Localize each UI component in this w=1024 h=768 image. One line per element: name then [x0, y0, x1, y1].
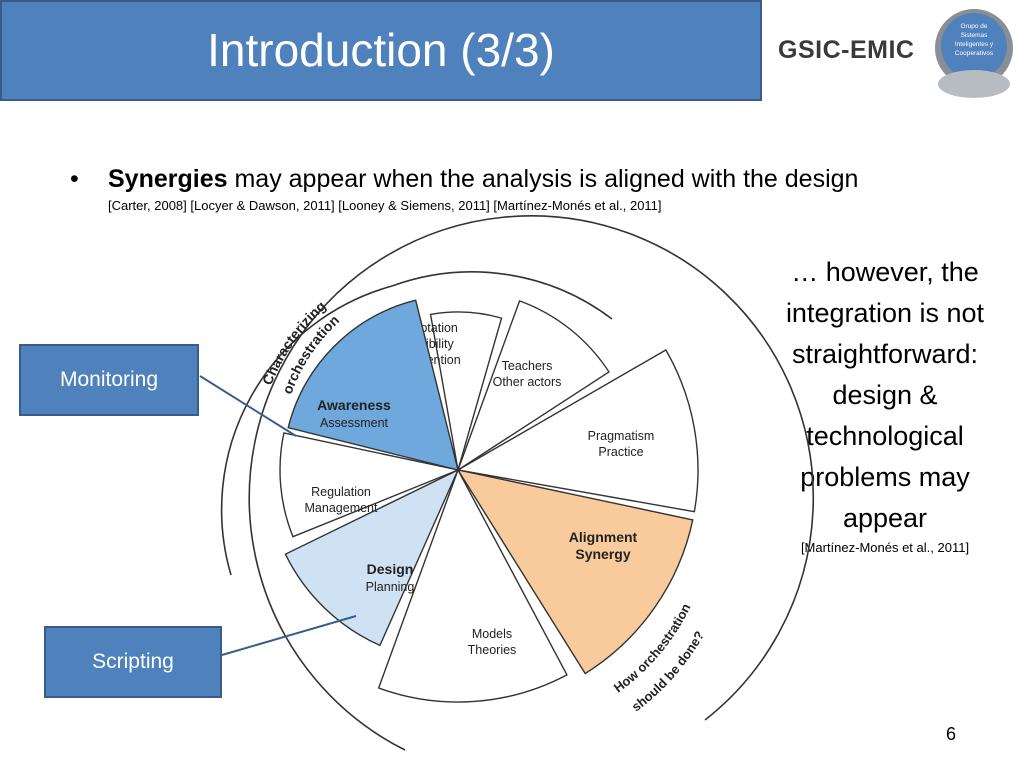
seal-line: Cooperativos — [955, 50, 994, 57]
outer-ring — [248, 215, 815, 751]
segment-awareness-title: Awareness — [317, 397, 391, 413]
segment-alignment-label: Synergy — [575, 546, 630, 562]
segment-design-label: Planning — [366, 580, 415, 594]
segment-design-title: Design — [367, 561, 414, 577]
scripting-connector — [221, 615, 357, 656]
logo-text: GSIC-EMIC — [778, 36, 915, 64]
bullet-dot-icon: • — [70, 165, 79, 193]
segment-models-label: Theories — [468, 643, 517, 657]
segment-awareness — [287, 299, 459, 471]
segment-teachers — [456, 299, 610, 472]
segment-alignment-title: Alignment — [569, 529, 638, 545]
page-number: 6 — [946, 724, 957, 744]
outer-ring-top — [391, 271, 613, 320]
logo-seal: Grupo de Sistemas Inteligentes y Coopera… — [935, 9, 1013, 98]
bullet-bold: Synergies — [108, 165, 228, 193]
segment-pragmatism-label: Practice — [598, 445, 643, 459]
segment-adaptation — [429, 311, 503, 471]
scripting-callout: Scripting — [44, 626, 222, 698]
seal-line: Grupo de — [960, 23, 987, 30]
side-note-reference: [Martínez-Monés et al., 2011] — [800, 540, 970, 555]
segment-awareness-label: Assessment — [320, 416, 389, 430]
segment-regulation-label: Management — [305, 501, 378, 515]
slide-title: Introduction (3/3) — [207, 24, 555, 76]
segment-regulation-label: Regulation — [311, 485, 371, 499]
segment-alignment — [456, 468, 694, 675]
segment-teachers-label: Other actors — [493, 375, 562, 389]
segment-pragmatism — [455, 349, 699, 513]
segment-models — [377, 468, 568, 703]
outer-ring-left — [220, 285, 393, 576]
segment-pragmatism-label: Pragmatism — [588, 429, 655, 443]
seal-center — [941, 13, 1007, 79]
seal-line: Inteligentes y — [955, 41, 994, 48]
bullet-rest: may appear when the analysis is aligned … — [227, 165, 859, 193]
seal-line: Sistemas — [961, 32, 988, 39]
bullet-text: Synergies may appear when the analysis i… — [108, 165, 858, 194]
segment-teachers-label: Teachers — [502, 359, 553, 373]
segments-group: AdaptationFlexibilityInterventionTeacher… — [279, 299, 699, 703]
title-bar — [0, 0, 762, 101]
segment-models-label: Models — [472, 627, 512, 641]
segment-regulation — [279, 432, 461, 538]
monitoring-callout: Monitoring — [19, 344, 199, 416]
seal-cloud — [938, 70, 1010, 98]
monitoring-connector — [199, 375, 297, 437]
side-note: … however, the integration is not straig… — [785, 257, 985, 533]
bullet-references: [Carter, 2008] [Locyer & Dawson, 2011] [… — [108, 198, 662, 213]
segment-design — [284, 468, 460, 647]
